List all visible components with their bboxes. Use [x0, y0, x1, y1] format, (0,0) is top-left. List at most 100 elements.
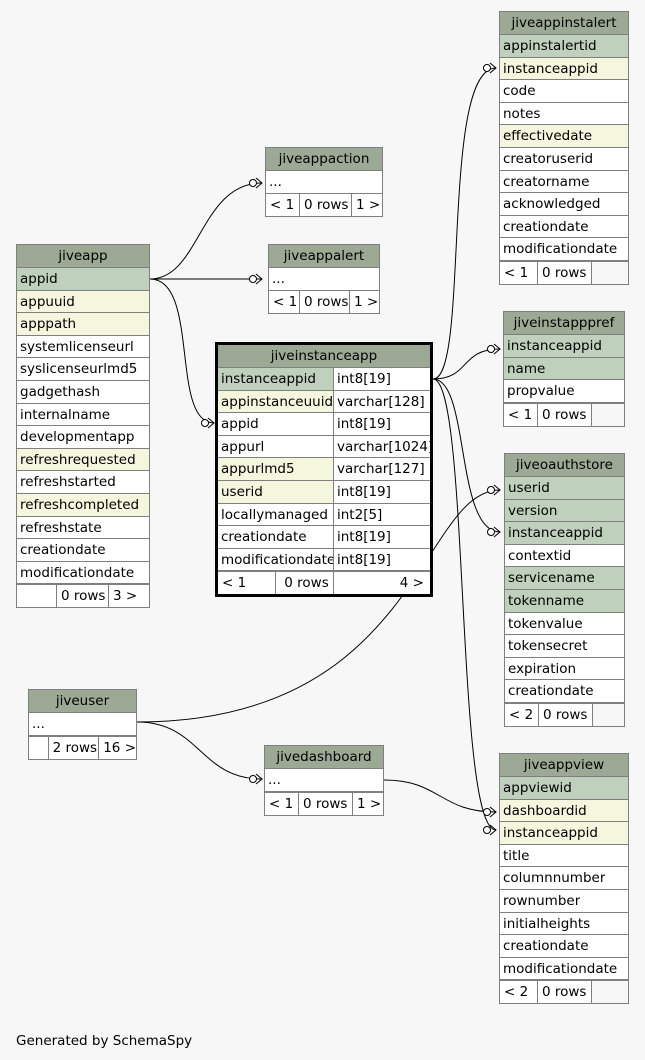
column: notes	[503, 105, 541, 122]
table-jivedashboard[interactable]: jivedashboard ... < 1 0 rows 1 >	[264, 745, 384, 816]
table-jiveappview[interactable]: jiveappview appviewid dashboardid instan…	[499, 753, 629, 1005]
column: ...	[272, 271, 285, 287]
column: instanceappid	[221, 371, 316, 387]
edge-user-oauth	[136, 489, 501, 723]
footer-parents	[17, 585, 57, 608]
table-jiveappaction[interactable]: jiveappaction ... < 1 0 rows 1 >	[265, 147, 383, 217]
footer-rows: 0 rows	[57, 585, 109, 608]
column: tokenvalue	[508, 615, 583, 632]
column: ...	[32, 716, 45, 732]
column: tokensecret	[508, 638, 588, 655]
column: creationdate	[221, 529, 307, 546]
footer-parents: < 1	[218, 572, 276, 595]
column: creationdate	[20, 542, 106, 559]
column-type: int2[5]	[333, 503, 430, 526]
column-type: int8[19]	[333, 480, 430, 503]
table-jiveapp[interactable]: jiveapp appid appuuid apppath systemlice…	[16, 244, 150, 609]
column: modificationdate	[503, 960, 618, 977]
column: code	[503, 83, 536, 100]
footer-children: 1 >	[354, 293, 379, 310]
table-jiveinstapppref[interactable]: jiveinstapppref instanceappid name propv…	[503, 311, 625, 427]
column: propvalue	[507, 383, 575, 400]
column: appinstanceuuid	[221, 393, 333, 410]
column-type: int8[19]	[333, 413, 430, 435]
footer-rows: 0 rows	[538, 981, 592, 1004]
column-type: varchar[127]	[333, 458, 430, 480]
footer-children	[592, 261, 628, 284]
footer-children	[592, 403, 624, 426]
column: refreshrequested	[20, 451, 136, 468]
column: appurlmd5	[221, 461, 295, 478]
footer-parents: < 1	[265, 792, 299, 815]
column: userid	[221, 483, 263, 500]
footer-rows: 0 rows	[538, 261, 592, 284]
column: appuuid	[20, 293, 75, 310]
footer-parents: < 2	[505, 703, 539, 726]
column: internalname	[20, 406, 111, 423]
edge-jiveapp-jiveinstanceapp	[149, 278, 215, 424]
column: appviewid	[503, 780, 572, 796]
column: columnnumber	[503, 870, 606, 887]
footer-children	[593, 703, 624, 726]
column: instanceappid	[507, 338, 602, 354]
column: creatoruserid	[503, 150, 594, 167]
column: rownumber	[503, 892, 581, 909]
column: contextid	[508, 547, 572, 564]
table-title: jiveappview	[500, 754, 628, 777]
footer-rows: 0 rows	[300, 290, 350, 313]
column: userid	[508, 480, 550, 496]
column: systemlicenseurl	[20, 338, 134, 355]
footer-rows: 2 rows	[49, 736, 100, 759]
column: appurl	[221, 438, 265, 455]
column-type: int8[19]	[333, 548, 430, 571]
table-jiveuser[interactable]: jiveuser ... 2 rows 16 >	[28, 689, 137, 760]
footer-children: 1 >	[357, 795, 382, 812]
column: refreshstate	[20, 519, 102, 536]
table-jiveappinstalert[interactable]: jiveappinstalert appinstalertid instance…	[499, 11, 629, 285]
footer-rows: 0 rows	[538, 403, 592, 426]
footer-rows: 0 rows	[299, 792, 353, 815]
footer-rows: 0 rows	[539, 703, 593, 726]
column: appid	[221, 416, 259, 433]
column: instanceappid	[508, 525, 603, 542]
table-jiveoauthstore[interactable]: jiveoauthstore userid version instanceap…	[504, 453, 625, 727]
table-jiveinstanceapp[interactable]: jiveinstanceapp instanceappid int8[19] ap…	[215, 342, 433, 598]
edge-instanceapp-oauth	[432, 378, 501, 533]
column: modificationdate	[20, 564, 135, 581]
footer-children: 1 >	[356, 196, 381, 213]
generated-by-footer: Generated by SchemaSpy	[16, 1033, 193, 1049]
footer-rows: 0 rows	[300, 193, 352, 216]
column: refreshstarted	[20, 474, 116, 491]
footer-children: 4 >	[399, 575, 424, 592]
table-title: jiveappaction	[266, 148, 382, 171]
column: locallymanaged	[221, 506, 328, 523]
footer-parents: < 1	[266, 193, 300, 216]
column: title	[503, 847, 530, 864]
column: apppath	[20, 316, 77, 333]
column: ...	[269, 174, 282, 190]
table-title: jiveuser	[29, 690, 136, 713]
column: ...	[268, 772, 281, 788]
footer-parents: < 1	[504, 403, 538, 426]
column: tokenname	[508, 592, 585, 609]
table-title: jivedashboard	[265, 746, 383, 769]
table-title: jiveinstanceapp	[218, 345, 430, 368]
footer-rows: 0 rows	[276, 572, 334, 595]
column: servicename	[508, 570, 595, 587]
edge-instanceapp-appinstalert	[432, 67, 497, 380]
edge-instanceapp-instapppref	[432, 348, 501, 380]
table-title: jiveappalert	[269, 245, 379, 268]
table-jiveappalert[interactable]: jiveappalert ... < 1 0 rows 1 >	[268, 244, 380, 314]
table-title: jiveapp	[17, 245, 149, 268]
column: instanceappid	[503, 825, 598, 842]
column: dashboardid	[503, 802, 587, 819]
column: refreshcompleted	[20, 496, 140, 513]
column: version	[508, 502, 558, 519]
edge-dashboard-appview	[383, 779, 497, 813]
column-type: int8[19]	[333, 526, 430, 548]
column: creationdate	[503, 938, 589, 955]
footer-parents	[29, 736, 49, 759]
footer-children: 3 >	[113, 588, 138, 605]
column: expiration	[508, 660, 577, 677]
